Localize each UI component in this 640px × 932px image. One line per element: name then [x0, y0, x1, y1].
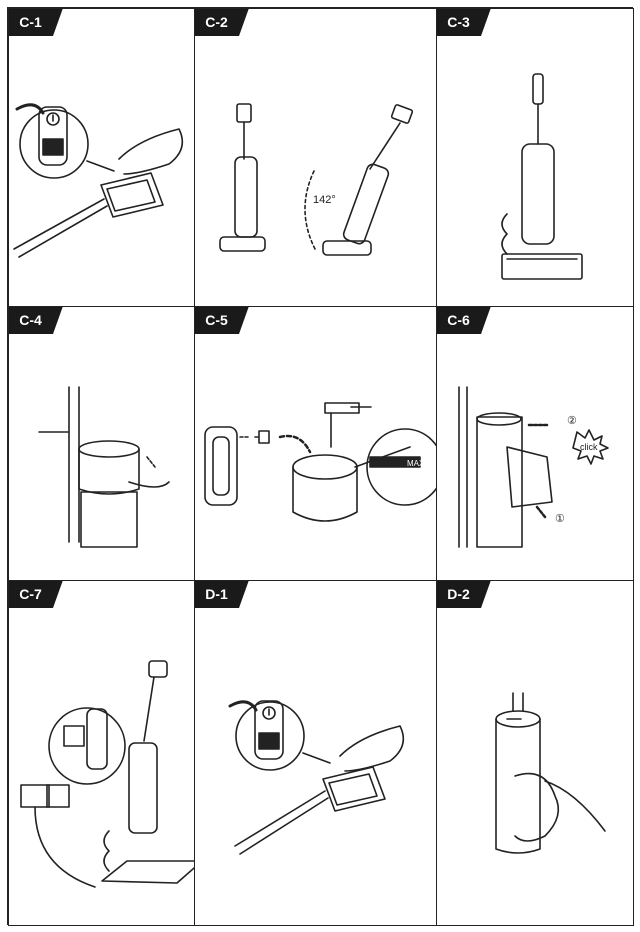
panel-d1: D-1 — [194, 580, 438, 926]
panel-c2: C-2 142° — [194, 8, 438, 308]
click-label: click — [580, 442, 598, 452]
panel-label: C-3 — [437, 9, 491, 36]
panel-c6: C-6 ② ① click — [436, 306, 634, 582]
panel-label: C-4 — [9, 307, 63, 334]
docking-station-illustration — [501, 73, 583, 280]
panel-c5: C-5 MAX — [194, 306, 438, 582]
panel-label: C-1 — [9, 9, 63, 36]
angle-label: 142° — [313, 194, 336, 206]
charging-illustration — [20, 660, 195, 888]
panel-label: C-2 — [195, 9, 249, 36]
panel-d2: D-2 — [436, 580, 634, 926]
wipe-cleaning-illustration — [495, 692, 606, 854]
tilt-angle-illustration: 142° — [219, 103, 414, 256]
remove-tank-illustration — [38, 386, 170, 548]
reinsert-tank-illustration: ② ① click — [458, 386, 609, 548]
power-button-illustration — [13, 103, 184, 258]
max-label: MAX — [407, 459, 425, 468]
power-on-illustration — [228, 700, 405, 855]
fill-water-illustration: MAX — [204, 402, 437, 522]
panel-c1: C-1 — [8, 8, 196, 308]
panel-label: C-7 — [9, 581, 63, 608]
panel-label: D-2 — [437, 581, 491, 608]
panel-c7: C-7 — [8, 580, 196, 926]
step-one-label: ① — [555, 513, 565, 525]
panel-label: C-6 — [437, 307, 491, 334]
panel-c3: C-3 — [436, 8, 634, 308]
instruction-grid: C-1 C-2 — [7, 7, 634, 926]
panel-label: C-5 — [195, 307, 249, 334]
panel-c4: C-4 — [8, 306, 196, 582]
panel-label: D-1 — [195, 581, 249, 608]
step-two-label: ② — [567, 415, 577, 427]
